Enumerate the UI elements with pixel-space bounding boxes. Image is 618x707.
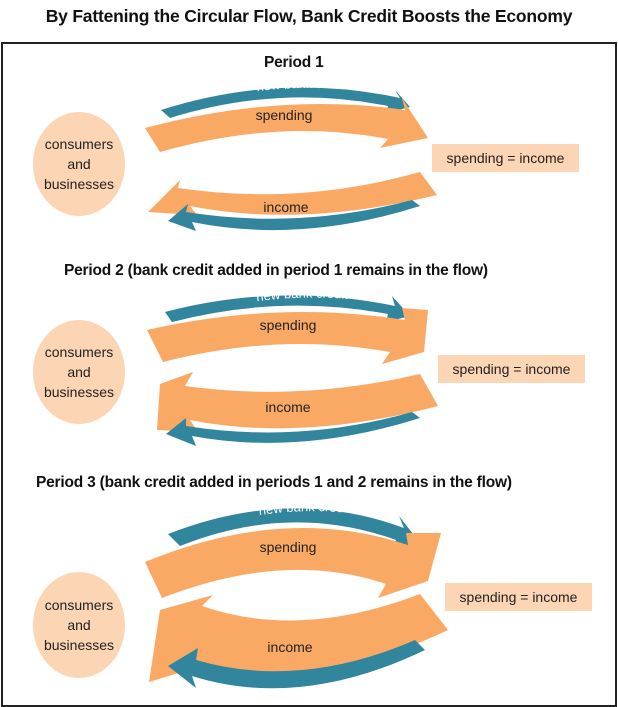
period-3-heading: Period 3 (bank credit added in periods 1… bbox=[36, 474, 512, 491]
period-2-credit-arrow-bottom bbox=[166, 412, 420, 446]
agent-line: consumers bbox=[44, 597, 114, 613]
period-2-spending-label: spending bbox=[260, 317, 317, 333]
agent-line: and bbox=[67, 617, 91, 633]
period-2-credit-arrow bbox=[165, 295, 410, 322]
agent-line: businesses bbox=[43, 384, 115, 400]
period-1-spending-label: spending bbox=[256, 107, 313, 123]
period-1-income-label: income bbox=[263, 199, 308, 215]
figure-title: By Fattening the Circular Flow, Bank Cre… bbox=[45, 6, 573, 26]
period-3-spending-arrow bbox=[145, 528, 441, 598]
period-1-agents-circle: consumers and businesses bbox=[33, 112, 125, 216]
period-1-flow: new bank credit spending income bbox=[145, 76, 437, 231]
period-2-heading: Period 2 (bank credit added in period 1 … bbox=[64, 262, 488, 279]
period-2-income-label: income bbox=[265, 399, 310, 415]
period-2-agents-circle: consumers and businesses bbox=[33, 320, 125, 424]
period-1-credit-label: new bank credit bbox=[255, 76, 349, 94]
period-3-spending-label: spending bbox=[260, 539, 317, 555]
period-3-income-label: income bbox=[267, 639, 312, 655]
agent-line: and bbox=[67, 156, 91, 172]
diagram-frame bbox=[1, 42, 617, 707]
period-2-flow: new bank credit spending income bbox=[147, 286, 438, 446]
period-3-credit-arrow bbox=[168, 508, 420, 548]
period-2-spending-arrow bbox=[147, 308, 428, 364]
period-3-flow: new bank credit spending income bbox=[145, 499, 448, 689]
period-1-income-arrow bbox=[148, 172, 437, 215]
period-3-income-arrow bbox=[149, 594, 448, 682]
period-3-credit-arrow-bottom bbox=[168, 640, 425, 689]
agent-line: consumers bbox=[44, 344, 114, 360]
period-3-credit-label: new bank credit bbox=[258, 499, 352, 518]
agent-line: consumers bbox=[44, 136, 114, 152]
period-2-credit-label: new bank credit bbox=[255, 286, 349, 305]
period-2-equation-box: spending = income bbox=[438, 355, 585, 383]
agent-line: businesses bbox=[43, 637, 115, 653]
agent-line: businesses bbox=[43, 176, 115, 192]
agent-line: and bbox=[67, 364, 91, 380]
period-2-income-arrow bbox=[157, 372, 438, 432]
period-1-spending-arrow bbox=[145, 98, 428, 152]
period-1-heading: Period 1 bbox=[264, 54, 324, 71]
period-1-equation-box: spending = income bbox=[432, 144, 579, 172]
period-3-agents-circle: consumers and businesses bbox=[33, 572, 125, 678]
period-3-equation-box: spending = income bbox=[445, 583, 592, 611]
period-1-credit-arrow-bottom bbox=[168, 200, 420, 231]
period-1-credit-arrow bbox=[161, 87, 410, 118]
